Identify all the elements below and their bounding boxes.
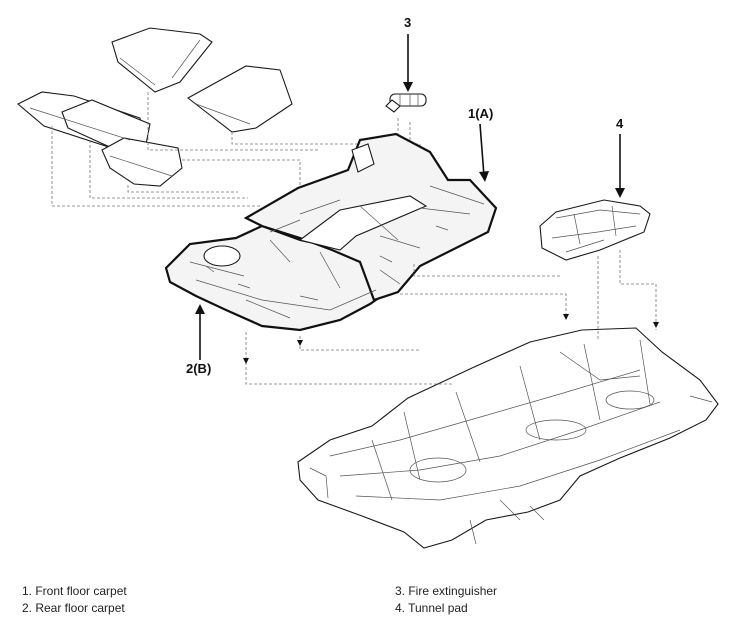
leader-lines-body [243,250,659,385]
callout-label-front-floor-carpet: 1(A) [468,106,493,121]
legend-item-fire-extinguisher: 3. Fire extinguisher [395,584,498,598]
callout-arrows [195,34,625,360]
parts-legend: 1. Front floor carpet 2. Rear floor carp… [0,583,739,623]
legend-item-rear-floor-carpet: 2. Rear floor carpet [22,601,125,615]
floor-panel-shape [297,327,719,549]
tunnel-pad-part [539,199,651,261]
floor-mat-rear-right [101,137,183,187]
callout-label-fire-extinguisher: 3 [404,15,411,30]
fire-extinguisher-body [389,93,427,107]
rear-carpet-well [203,245,241,267]
tunnel-channel [298,195,428,251]
legend-column-right: 3. Fire extinguisher 4. Tunnel pad [395,583,497,617]
floor-mat-front-left [111,27,213,93]
callout-label-rear-floor-carpet: 2(B) [186,361,211,376]
legend-column-left: 1. Front floor carpet 2. Rear floor carp… [22,583,127,617]
exploded-parts-diagram: 3 1(A) 4 2(B) [17,15,719,549]
fire-extinguisher-part [385,93,427,113]
floor-mat-front-right [187,65,293,133]
legend-item-front-floor-carpet: 1. Front floor carpet [22,584,127,598]
legend-item-tunnel-pad: 4. Tunnel pad [395,601,468,615]
floor-panel-body [297,327,719,549]
tunnel-pad-shape [539,199,651,261]
callout-label-tunnel-pad: 4 [616,116,624,131]
floor-mats-group [17,27,293,187]
front-left-heel-pad [351,143,375,173]
carpet-assembly [164,132,498,332]
